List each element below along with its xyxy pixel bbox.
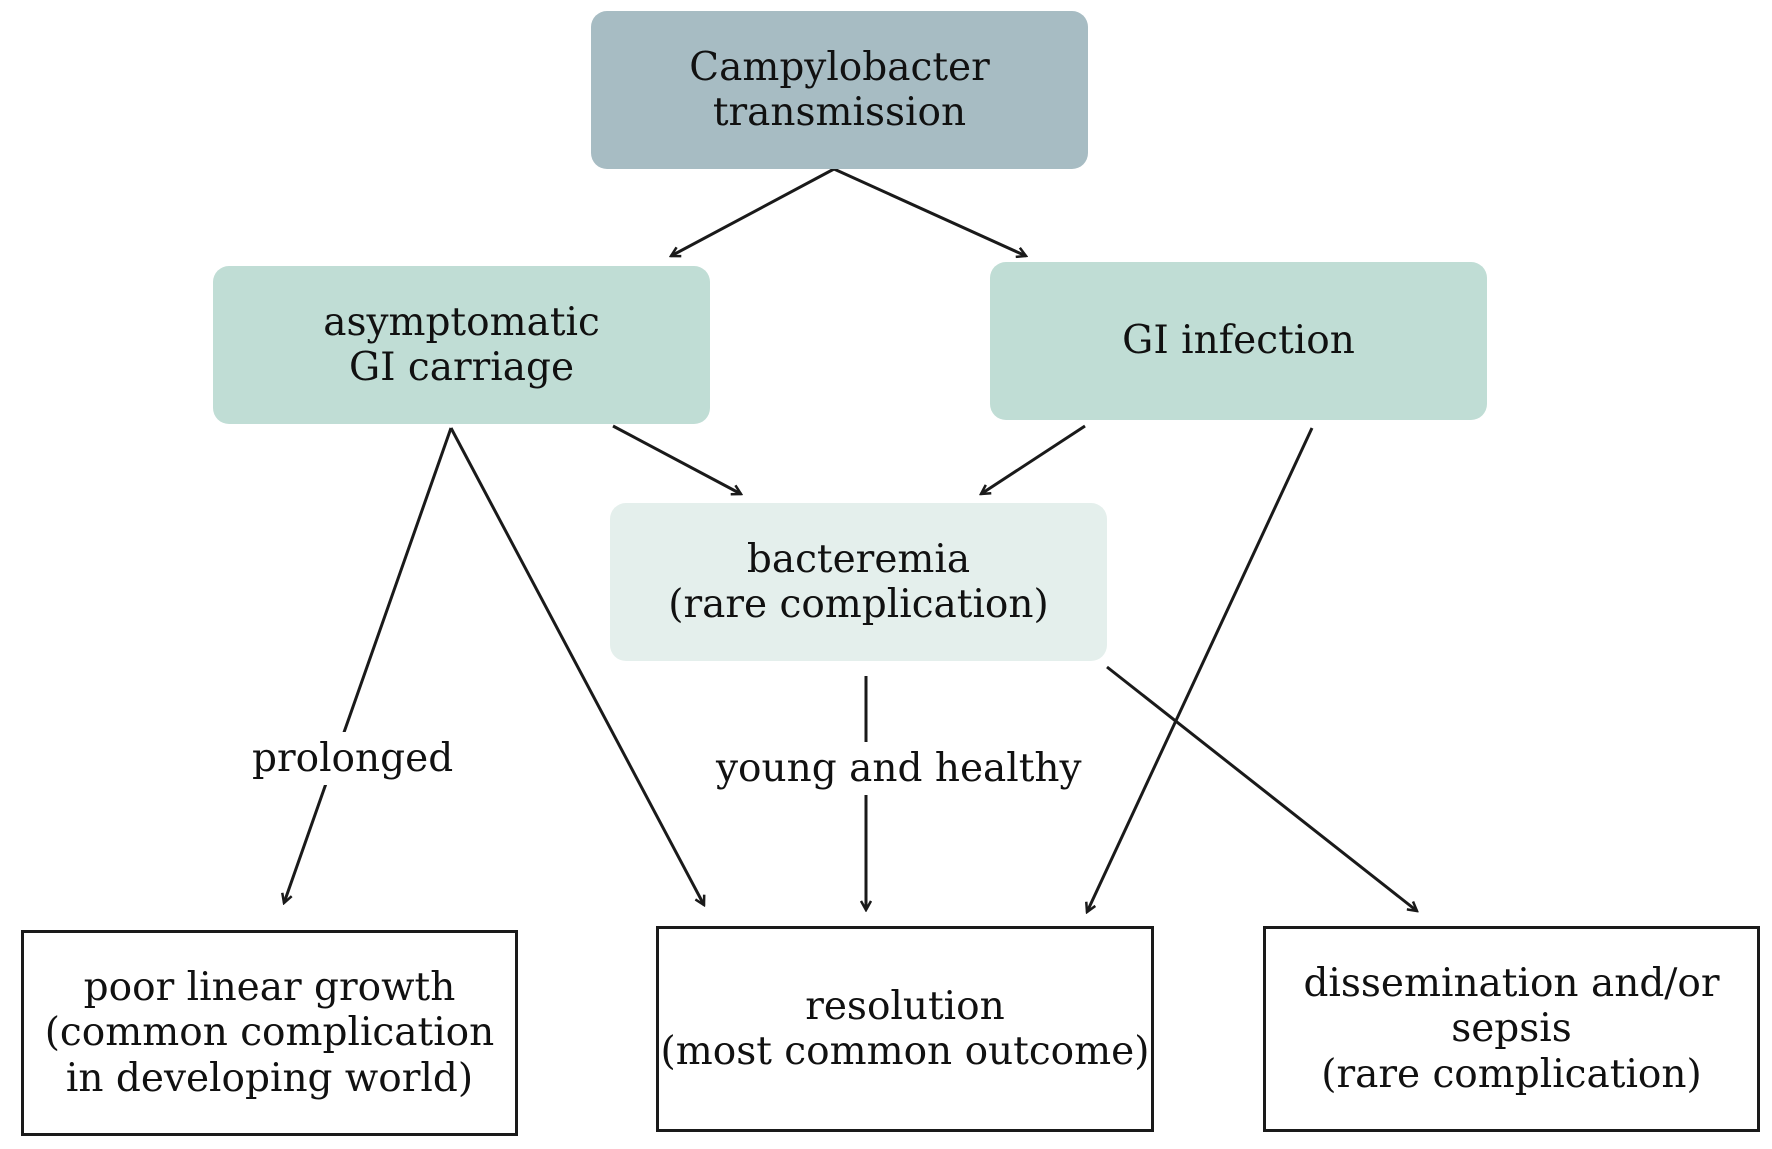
node-gi-infection: GI infection <box>990 262 1487 420</box>
node-line: resolution <box>805 983 1005 1029</box>
arrow-transmission-to-gi-infection <box>833 167 1026 256</box>
node-line: bacteremia <box>746 536 971 582</box>
edge-label-prolonged: prolonged <box>248 732 458 785</box>
node-bacteremia: bacteremia (rare complication) <box>610 503 1107 661</box>
node-line: poor linear growth <box>83 965 456 1011</box>
node-line: (rare complication) <box>668 582 1049 627</box>
arrow-asymptomatic-to-poor-growth <box>284 427 453 903</box>
edge-label-young-and-healthy: young and healthy <box>712 742 1086 795</box>
node-line: in developing world) <box>65 1055 474 1101</box>
arrow-bacteremia-to-dissemination <box>1106 665 1417 911</box>
node-campylobacter-transmission: Campylobacter transmission <box>591 11 1088 169</box>
node-line: (rare complication) <box>1321 1051 1702 1097</box>
node-line: GI infection <box>1122 318 1355 364</box>
node-line: (common complication <box>44 1010 495 1056</box>
arrow-gi-infection-to-resolution <box>1087 427 1314 912</box>
node-line: (most common outcome) <box>660 1029 1150 1074</box>
arrow-asymptomatic-to-resolution <box>449 427 704 905</box>
node-line: GI carriage <box>348 345 575 390</box>
node-line: Campylobacter <box>689 44 990 90</box>
node-line: dissemination and/or <box>1303 961 1720 1007</box>
node-resolution: resolution (most common outcome) <box>656 926 1154 1132</box>
arrow-transmission-to-asymptomatic <box>671 167 835 256</box>
arrow-asymptomatic-to-bacteremia <box>612 424 741 494</box>
node-line: asymptomatic <box>323 299 600 345</box>
arrow-gi-infection-to-bacteremia <box>981 424 1086 494</box>
node-line: sepsis <box>1451 1006 1572 1052</box>
node-asymptomatic-gi-carriage: asymptomatic GI carriage <box>213 266 710 424</box>
node-poor-linear-growth: poor linear growth (common complication … <box>21 930 518 1136</box>
node-line: transmission <box>712 90 967 135</box>
node-dissemination-sepsis: dissemination and/or sepsis (rare compli… <box>1263 926 1760 1132</box>
